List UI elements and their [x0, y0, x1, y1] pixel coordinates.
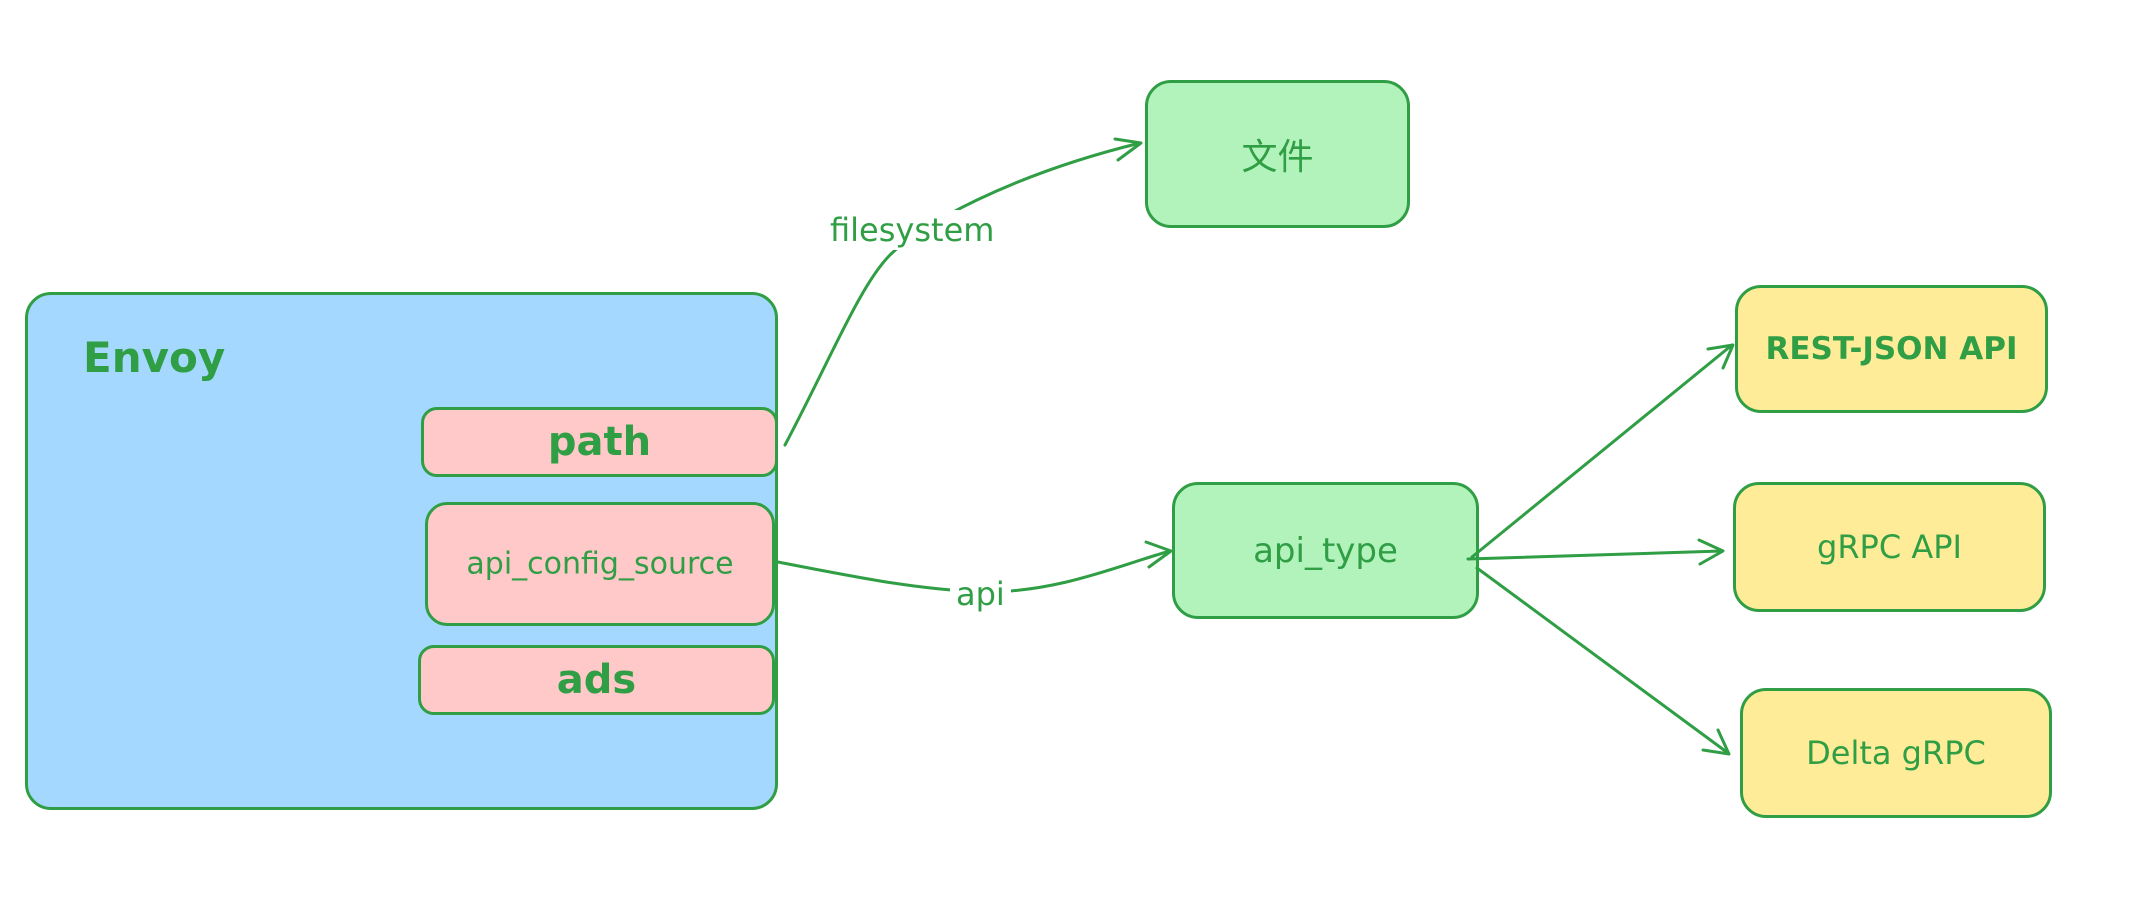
field-ads: ads	[418, 645, 775, 715]
field-path: path	[421, 407, 778, 477]
field-api-config-source: api_config_source	[425, 502, 775, 626]
envoy-title: Envoy	[83, 333, 226, 382]
edge-label-filesystem: filesystem	[824, 210, 1001, 250]
node-delta-grpc: Delta gRPC	[1740, 688, 2052, 818]
node-api-type: api_type	[1172, 482, 1479, 619]
arrowhead-delta-grpc	[1701, 728, 1731, 756]
field-ads-label: ads	[556, 657, 637, 703]
field-path-label: path	[547, 419, 652, 465]
edge-label-api: api	[950, 574, 1011, 614]
node-file: 文件	[1145, 80, 1410, 228]
node-rest-json-api-label: REST-JSON API	[1765, 331, 2018, 367]
node-grpc-api: gRPC API	[1733, 482, 2046, 612]
node-file-label: 文件	[1241, 137, 1314, 178]
node-api-type-label: api_type	[1253, 530, 1398, 571]
arrowhead-rest-json	[1706, 343, 1735, 370]
edge-delta-grpc	[1475, 566, 1730, 755]
edge-filesystem	[783, 141, 1142, 447]
field-api-config-source-label: api_config_source	[466, 546, 734, 582]
node-rest-json-api: REST-JSON API	[1735, 285, 2048, 413]
edge-grpc	[1466, 549, 1724, 561]
arrowhead-file	[1113, 137, 1143, 162]
edge-rest-json	[1470, 343, 1734, 559]
arrowhead-api-type	[1144, 540, 1173, 569]
node-grpc-api-label: gRPC API	[1817, 528, 1962, 566]
node-delta-grpc-label: Delta gRPC	[1806, 734, 1986, 772]
arrowhead-grpc	[1697, 538, 1725, 566]
